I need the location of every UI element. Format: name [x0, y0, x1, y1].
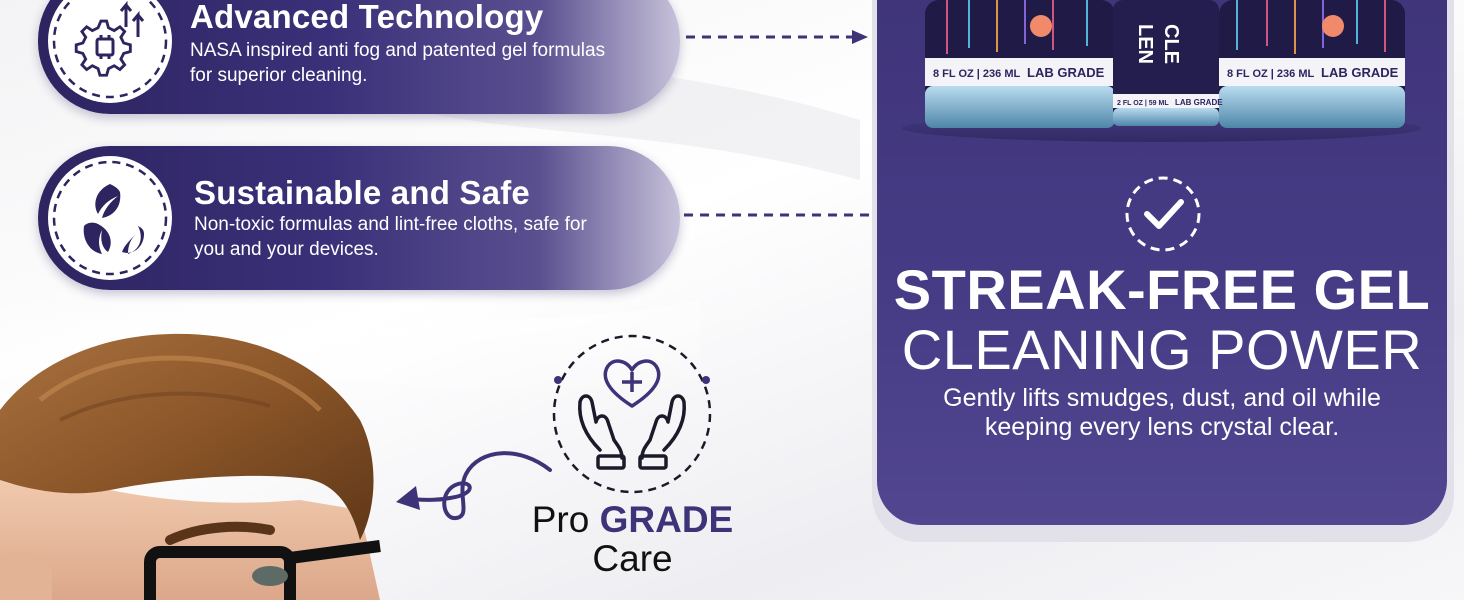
card-description: Gently lifts smudges, dust, and oil whil…: [943, 384, 1381, 441]
feature-description: Non-toxic formulas and lint-free cloths,…: [194, 214, 587, 260]
pro-grade-care-label: Pro GRADE Care: [510, 500, 755, 578]
product-card: 8 FL OZ | 236 ML LAB GRADE 8 FL OZ | 236…: [877, 0, 1447, 525]
care-word-pro: Pro: [531, 499, 590, 540]
bottle-grade-label: LAB GRADE: [1027, 65, 1105, 80]
bottle-volume-label-small: 2 FL OZ | 59 ML: [1117, 100, 1169, 107]
feature-pill-sustainable-safe: Sustainable and Safe Non-toxic formulas …: [38, 146, 680, 290]
curl-arrow-icon: [396, 451, 552, 520]
card-heading-line2: CLEANING POWER: [901, 318, 1423, 381]
product-bottles: 8 FL OZ | 236 ML LAB GRADE 8 FL OZ | 236…: [902, 0, 1422, 142]
recycle-leaves-icon: [48, 156, 172, 280]
feature-title: Sustainable and Safe: [194, 174, 530, 211]
bottle-volume-label: 8 FL OZ | 236 ML: [1227, 68, 1315, 80]
feature-title: Advanced Technology: [190, 0, 544, 35]
feature-pill-advanced-technology: Advanced Technology NASA inspired anti f…: [38, 0, 680, 114]
care-word-care: Care: [592, 538, 673, 579]
bottle-grade-label: LAB GRADE: [1321, 65, 1399, 80]
gear-chip-upgrade-icon: [48, 0, 172, 103]
checkmark-icon: [1125, 176, 1201, 252]
bottle-volume-label: 8 FL OZ | 236 ML: [933, 68, 1021, 80]
man-with-glasses-photo: [0, 333, 381, 600]
card-heading-line1: STREAK-FREE GEL: [893, 258, 1431, 321]
hands-heart-cross-icon: [552, 334, 712, 494]
bottle-grade-label-small: LAB GRADE: [1175, 98, 1223, 107]
feature-description: NASA inspired anti fog and patented gel …: [190, 40, 606, 86]
care-word-grade: GRADE: [599, 499, 734, 540]
brand-partial-2: CLE: [1160, 24, 1182, 64]
brand-partial-1: LEN: [1134, 24, 1156, 64]
